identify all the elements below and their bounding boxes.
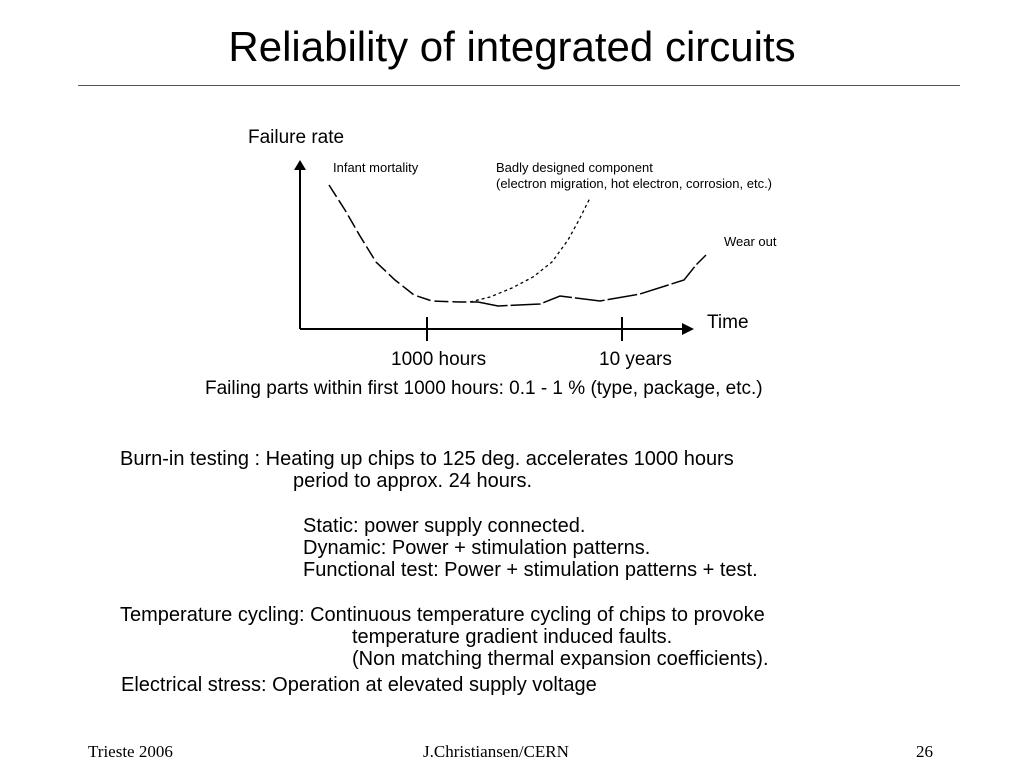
infant-mortality-curve [328,184,478,303]
burnin-dynamic: Dynamic: Power + stimulation patterns. [303,537,651,559]
bad-design-detail: (electron migration, hot electron, corro… [496,176,773,191]
temperature-cycling-line2: temperature gradient induced faults. [352,626,673,648]
y-axis-label: Failure rate [248,127,345,148]
temperature-cycling-line1: Temperature cycling: Continuous temperat… [120,604,765,626]
bad-design-curve [469,197,591,303]
slide-title: Reliability of integrated circuits [228,23,796,70]
burnin-static: Static: power supply connected. [303,515,586,537]
temperature-cycling-line3: (Non matching thermal expansion coeffici… [352,648,769,670]
figure-caption: Failing parts within first 1000 hours: 0… [205,378,763,399]
electrical-stress: Electrical stress: Operation at elevated… [121,674,597,696]
page-number: 26 [916,742,933,761]
burnin-functional: Functional test: Power + stimulation pat… [303,559,758,581]
wear-out-label: Wear out [724,234,777,249]
burnin-text-line2: period to approx. 24 hours. [293,470,533,492]
x-axis-arrowhead [682,323,694,335]
bad-design-label: Badly designed component [496,160,653,175]
tick-label-10-years: 10 years [599,349,672,370]
infant-mortality-label: Infant mortality [333,160,419,175]
wearout-curve [477,254,707,307]
tick-label-1000-hours: 1000 hours [391,349,487,370]
footer-author: J.Christiansen/CERN [423,742,569,761]
burnin-text-line1: Burn-in testing : Heating up chips to 12… [120,448,734,470]
title-divider [78,85,960,86]
footer-left: Trieste 2006 [88,742,173,761]
x-axis-label: Time [707,312,749,333]
y-axis-arrowhead [294,160,306,170]
